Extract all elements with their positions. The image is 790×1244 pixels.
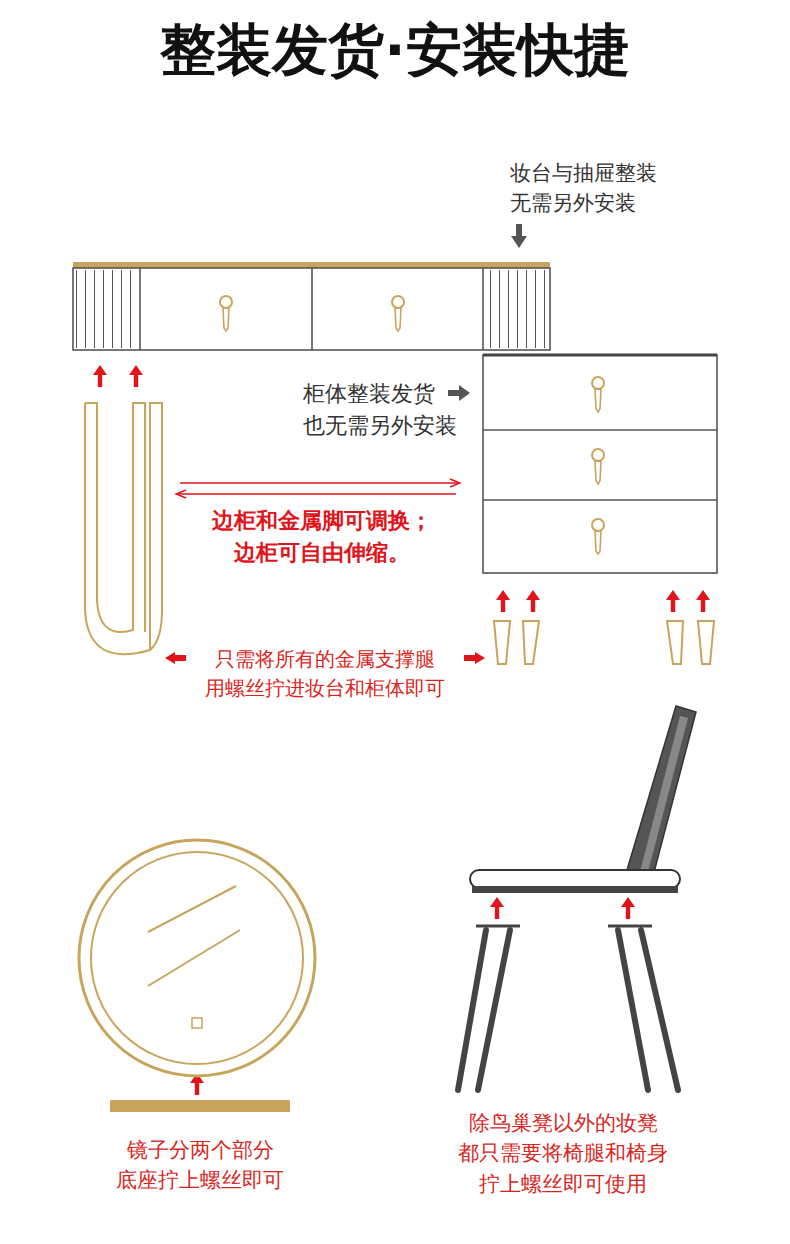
stool-chair [458,706,696,1090]
callout-note: 妆台与抽屉整装 无需另外安装 [510,158,659,219]
callout-note: 柜体整装发货 也无需另外安装 [303,378,459,442]
side-frame [85,403,162,654]
callout-note: 边柜和金属脚可调换； 边柜可自由伸缩。 [211,505,433,569]
vanity-top [73,262,550,350]
swap-arrow [176,479,460,498]
pointer-arrow [448,385,470,401]
page-title: 整装发货·安装快捷 [160,14,629,87]
drawer-cabinet [483,355,717,573]
callout-note: 除鸟巢凳以外的妆凳 都只需要将椅腿和椅身 拧上螺丝即可使用 [457,1108,669,1199]
callout-note: 只需将所有的金属支撑腿 用螺丝拧进妆台和柜体即可 [204,645,446,703]
round-mirror [79,840,315,1112]
pointer-arrow [511,224,527,248]
callout-note: 镜子分两个部分 底座拧上螺丝即可 [115,1135,285,1196]
metal-leg [494,621,714,664]
